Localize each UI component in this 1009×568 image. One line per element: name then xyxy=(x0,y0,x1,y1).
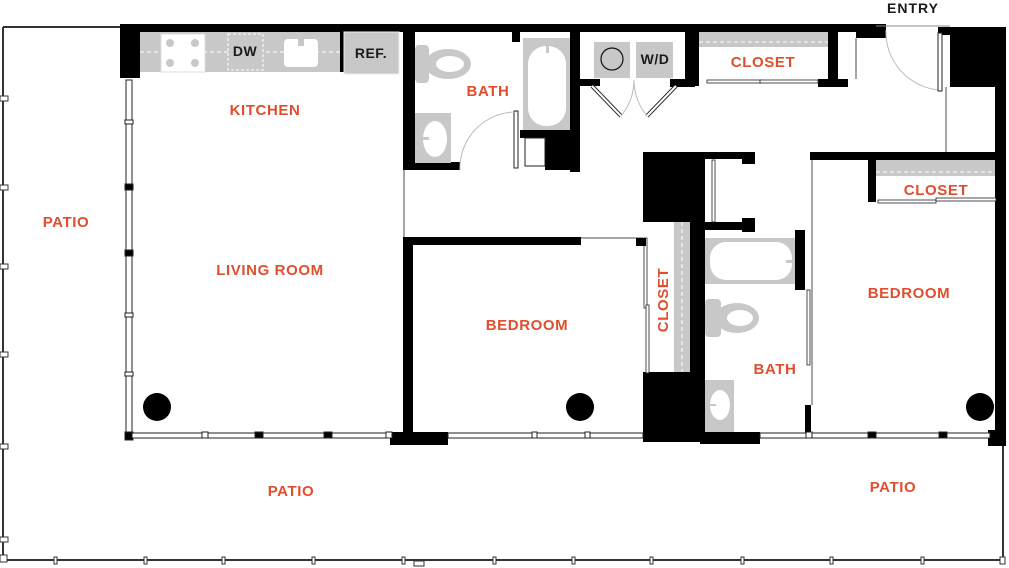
toilet-2-icon xyxy=(705,299,759,337)
bath-2-door xyxy=(806,289,811,366)
patio-railing xyxy=(2,26,1004,561)
bedroom-2-label: BEDROOM xyxy=(868,285,951,302)
columns xyxy=(143,393,994,421)
patio-west-label: PATIO xyxy=(43,214,90,231)
hall-pocket-door xyxy=(711,159,716,223)
partition-lines xyxy=(403,38,947,405)
shower-door xyxy=(513,110,546,169)
refrigerator: REF. xyxy=(343,31,400,75)
bath-sink-icon xyxy=(415,113,451,163)
bath-1-label: BATH xyxy=(467,83,510,100)
patio-railing-posts xyxy=(0,95,1006,567)
patio-south-right-label: PATIO xyxy=(870,479,917,496)
sink-icon xyxy=(284,34,318,67)
refrigerator-label: REF. xyxy=(355,45,387,61)
hall-closet-shelf xyxy=(699,32,828,84)
column-bedroom-1 xyxy=(566,393,594,421)
bedroom-1-closet-label: CLOSET xyxy=(655,268,672,332)
walls xyxy=(120,24,1006,446)
bedroom-1-closet-shelf xyxy=(636,222,690,374)
washer-dryer-label: W/D xyxy=(641,51,670,67)
dishwasher: DW xyxy=(227,33,264,71)
cooktop-icon xyxy=(160,33,206,73)
column-bedroom-2 xyxy=(966,393,994,421)
bedroom-2-closet-label: CLOSET xyxy=(904,182,968,199)
bath-2-sink-icon xyxy=(705,380,734,432)
bedroom-2-closet-shelf xyxy=(876,160,997,204)
entry-label: ENTRY xyxy=(887,0,939,16)
room-labels: KITCHEN LIVING ROOM PATIO PATIO PATIO BA… xyxy=(43,54,968,500)
entry-door xyxy=(876,25,950,92)
laundry-bifold-doors xyxy=(590,79,678,118)
toilet-icon xyxy=(415,45,471,83)
bedroom-1-label: BEDROOM xyxy=(486,317,569,334)
dishwasher-label: DW xyxy=(233,43,258,59)
bath-1-door xyxy=(459,111,517,171)
living-room-label: LIVING ROOM xyxy=(216,262,323,279)
washer-dryer: W/D xyxy=(594,42,673,78)
column-living xyxy=(143,393,171,421)
bathtub-icon xyxy=(523,38,570,130)
patio-south-left-label: PATIO xyxy=(268,483,315,500)
bath-2-label: BATH xyxy=(754,361,797,378)
hall-closet-label: CLOSET xyxy=(731,54,795,71)
bathtub-2-icon xyxy=(705,238,795,284)
kitchen-label: KITCHEN xyxy=(230,102,301,119)
windows xyxy=(124,79,991,441)
